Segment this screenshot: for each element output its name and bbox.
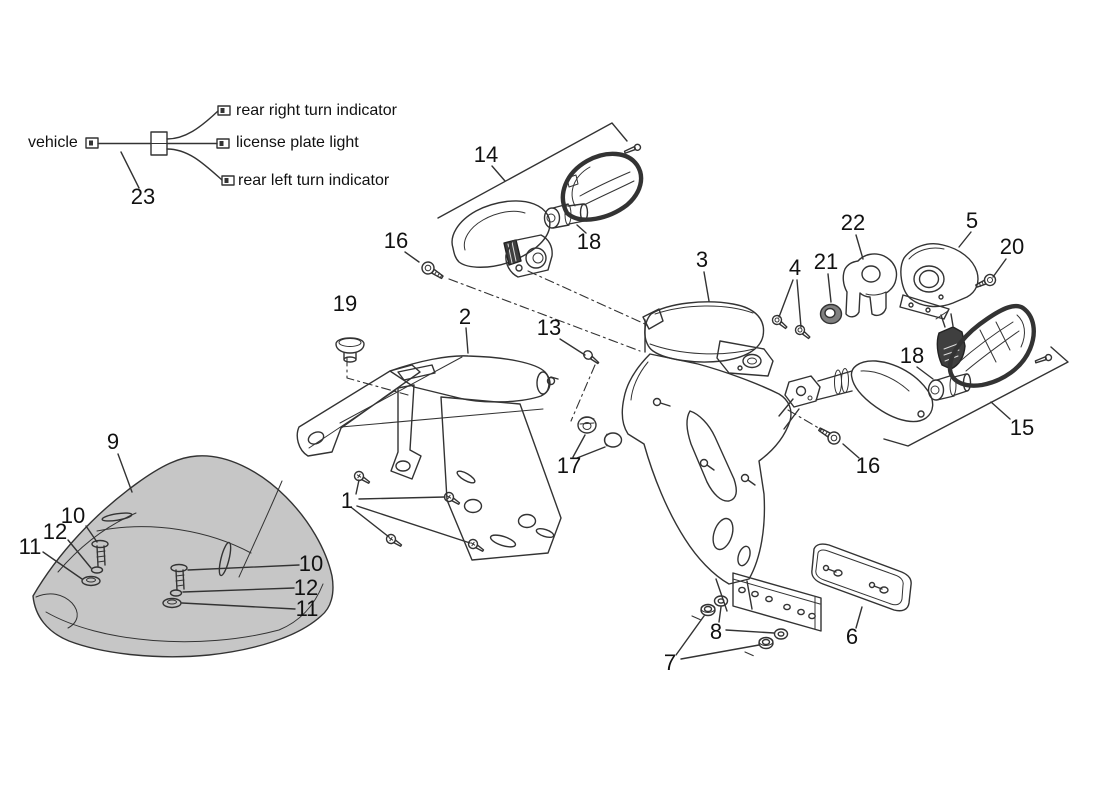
wiring-branch-rear-right: rear right turn indicator [236, 102, 397, 119]
callout-22: 22 [840, 210, 866, 235]
bulb-right [927, 373, 972, 401]
callout-18-right: 18 [899, 343, 925, 368]
turn-indicator-left [451, 200, 553, 278]
callout-15: 15 [1009, 415, 1035, 440]
screw-20 [975, 273, 997, 288]
license-plate-holder [621, 301, 822, 632]
clip-11-left [81, 575, 101, 587]
callout-13: 13 [536, 315, 562, 340]
grommet-21 [819, 303, 843, 325]
callout-1: 1 [340, 488, 354, 513]
wiring-branch-rear-left: rear left turn indicator [238, 172, 390, 189]
fender-screw-right [162, 563, 188, 609]
callout-9: 9 [106, 429, 120, 454]
clip-11-right [162, 597, 182, 609]
wiring-branch-plate-light: license plate light [236, 134, 359, 151]
screw-16-right [818, 427, 841, 445]
group-brackets [437, 122, 1069, 447]
callout-16-right: 16 [855, 453, 881, 478]
callout-10-left: 10 [60, 503, 86, 528]
screws-1 [353, 470, 485, 552]
callout-7: 7 [663, 650, 677, 675]
fender-screw-left [81, 539, 109, 587]
callout-10-right: 10 [298, 551, 324, 576]
plate-light [899, 243, 979, 320]
washer-12-right [169, 589, 183, 597]
callout-6: 6 [845, 624, 859, 649]
callout-16-left: 16 [383, 228, 409, 253]
wiring-harness [85, 105, 235, 189]
callout-19: 19 [332, 291, 358, 316]
callout-5: 5 [965, 208, 979, 233]
callout-11-left: 11 [18, 534, 42, 559]
callout-2: 2 [458, 304, 472, 329]
lens-right [947, 303, 1036, 388]
rubber-plug [335, 337, 365, 363]
callout-18-left: 18 [576, 229, 602, 254]
callout-4: 4 [788, 255, 802, 280]
support-bracket [296, 355, 562, 561]
grommets-17 [577, 416, 623, 448]
screw-16-left [421, 261, 444, 280]
lens-left [560, 151, 644, 222]
callout-17: 17 [556, 453, 582, 478]
rear-fender [32, 455, 334, 658]
callout-3: 3 [695, 247, 709, 272]
lens-screw-left [623, 143, 642, 154]
callout-8: 8 [709, 619, 723, 644]
wiring-vehicle-label: vehicle [28, 134, 78, 151]
callout-14: 14 [473, 142, 499, 167]
indicator-bracket [842, 253, 898, 318]
nuts-7 [700, 603, 774, 650]
callout-20: 20 [999, 234, 1025, 259]
washers-8 [713, 595, 789, 640]
axis-lines [346, 270, 823, 657]
lens-screw-right [1034, 353, 1053, 364]
screw-13 [582, 350, 600, 365]
callout-12-left: 12 [42, 519, 68, 544]
callout-23: 23 [130, 184, 156, 209]
reflector [811, 543, 912, 612]
screws-4 [771, 314, 811, 340]
callout-12-right: 12 [293, 575, 319, 600]
washer-12-left [90, 566, 104, 574]
turn-indicator-right [784, 310, 966, 423]
leader-lines [42, 165, 1011, 660]
callout-21: 21 [813, 249, 839, 274]
bulb-left [543, 203, 589, 229]
callout-11-right: 11 [295, 596, 319, 621]
